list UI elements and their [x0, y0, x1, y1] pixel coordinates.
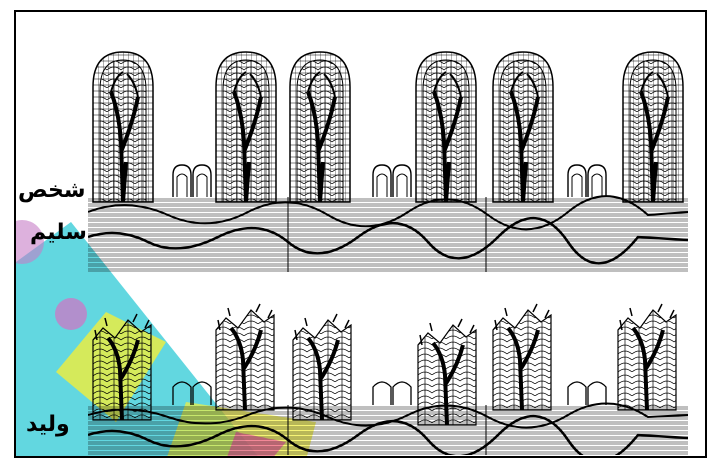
label-healthy-line2: سليم [30, 220, 87, 245]
label-baby: وليد [26, 412, 70, 437]
figure-frame: شخص سليم وليد [14, 10, 707, 458]
label-healthy-line1: شخص [18, 178, 86, 203]
damaged-villi-illustration [88, 295, 688, 455]
healthy-villi-illustration [88, 47, 688, 272]
